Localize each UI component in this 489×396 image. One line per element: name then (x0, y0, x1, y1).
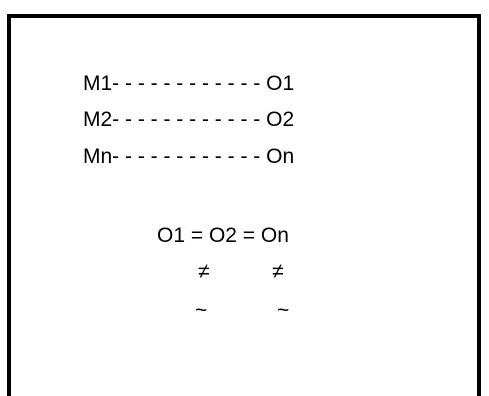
tilde-symbol-right: ~ (277, 299, 290, 322)
not-equal-symbol-right: ≠ (272, 260, 284, 283)
mapping-row-mn-on: Mn- - - - - - - - - - - - On (83, 145, 295, 168)
tilde-symbol-left: ~ (195, 299, 208, 322)
mapping-row-m1-o1: M1- - - - - - - - - - - - O1 (83, 72, 295, 95)
not-equal-symbol-left: ≠ (198, 260, 210, 283)
diagram-frame (7, 14, 481, 396)
equality-equation: O1 = O2 = On (157, 224, 289, 247)
mapping-row-m2-o2: M2- - - - - - - - - - - - O2 (83, 108, 295, 131)
